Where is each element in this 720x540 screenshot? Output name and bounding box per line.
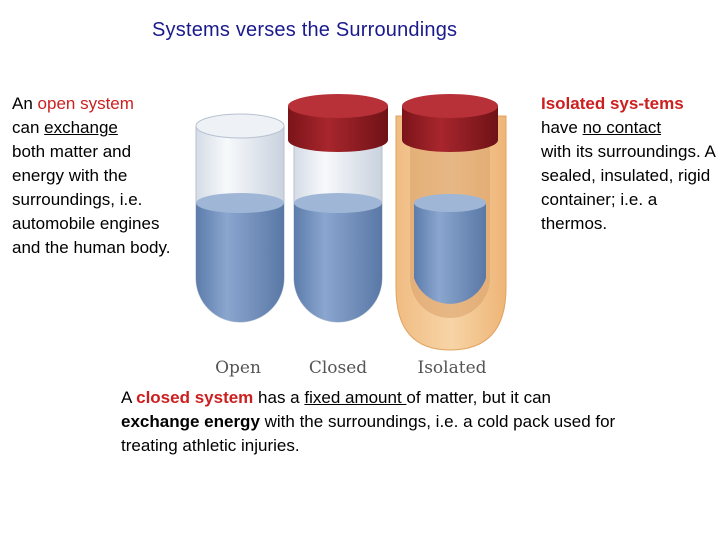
- closed-mid2: of matter, but it can: [406, 388, 551, 407]
- isolated-system-description: Isolated sys-tems have no contact with i…: [541, 92, 716, 236]
- closed-system-term: closed system: [136, 388, 254, 407]
- isolated-no-contact: no contact: [582, 118, 662, 137]
- page-title: Systems verses the Surroundings: [152, 19, 458, 41]
- closed-exchange-energy: exchange energy: [121, 412, 260, 431]
- open-vial: [195, 113, 285, 323]
- systems-figure: Open Closed Isolated: [180, 88, 520, 388]
- open-system-description: An open system can exchange both matter …: [12, 92, 177, 260]
- closed-fixed-amount: fixed amount: [304, 388, 407, 407]
- isolated-vial: [395, 94, 507, 351]
- open-prefix: An: [12, 94, 38, 113]
- open-rest: both matter and energy with the surround…: [12, 142, 171, 257]
- closed-system-description: A closed system has a fixed amount of ma…: [121, 386, 641, 458]
- label-closed: Closed: [309, 358, 367, 378]
- vials-illustration: Open Closed Isolated: [195, 94, 507, 378]
- isolated-line2-prefix: have: [541, 118, 583, 137]
- closed-prefix: A: [121, 388, 137, 407]
- open-exchange-word: exchange: [44, 118, 118, 137]
- label-isolated: Isolated: [417, 358, 486, 378]
- label-open: Open: [215, 358, 261, 378]
- closed-vial: [288, 94, 388, 323]
- open-line2-prefix: can: [12, 118, 45, 137]
- closed-mid1: has a: [253, 388, 305, 407]
- isolated-rest: with its surroundings. A sealed, insulat…: [541, 142, 715, 233]
- closed-rest: with the surroundings, i.e. a cold pack …: [121, 412, 616, 455]
- isolated-system-term: Isolated sys-tems: [541, 94, 684, 113]
- open-system-term: open system: [37, 94, 134, 113]
